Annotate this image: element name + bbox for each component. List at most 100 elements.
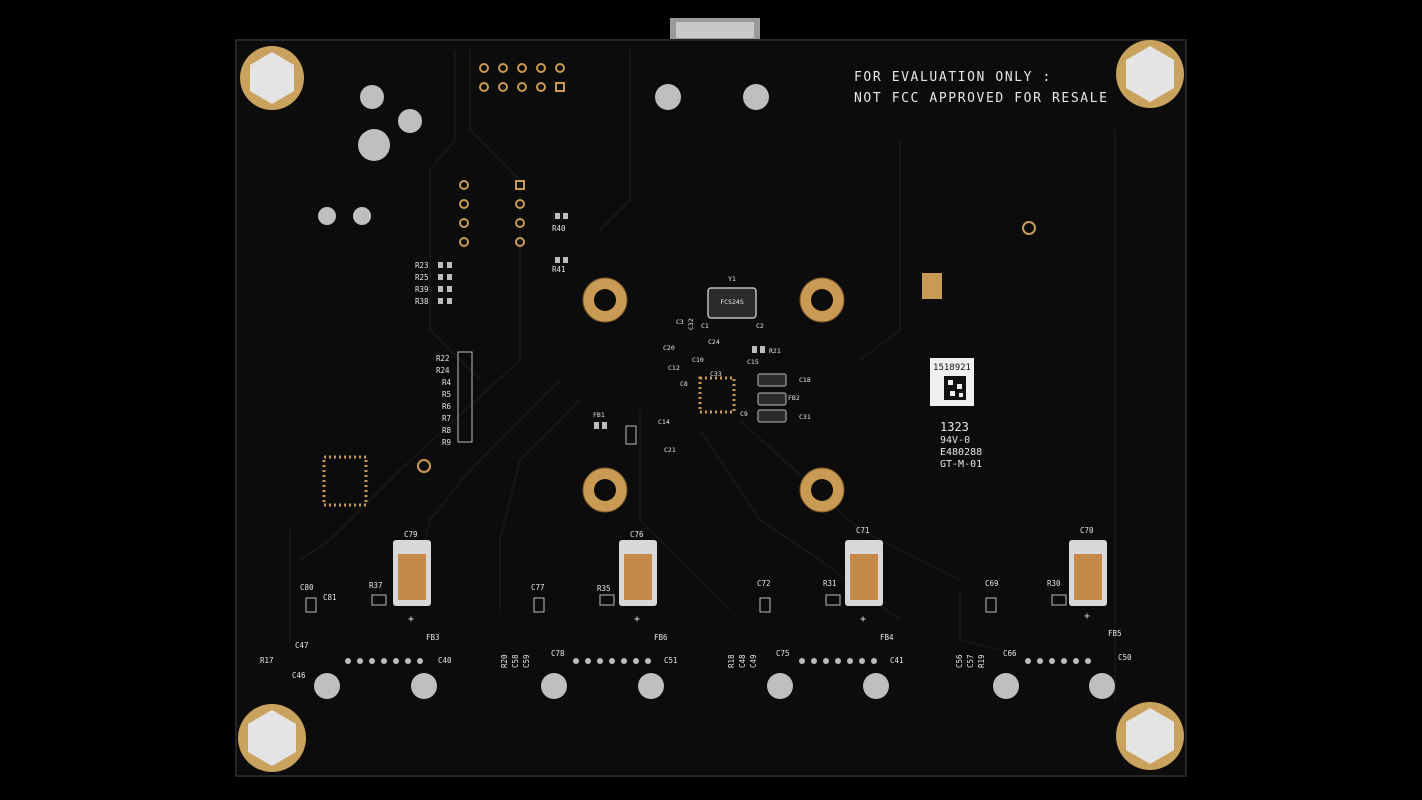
label-r21: R21 <box>769 347 781 355</box>
label-c46: C46 <box>292 671 306 680</box>
label-plus-c70: + <box>1084 611 1090 622</box>
label-r22: R22 <box>436 354 450 363</box>
label-c24: C24 <box>708 338 720 346</box>
label-c71: C71 <box>856 526 870 535</box>
label-c14: C14 <box>658 418 670 426</box>
label-c33: C33 <box>710 370 722 378</box>
standoff-top-left <box>240 46 304 110</box>
label-c18: C18 <box>799 376 811 384</box>
board-flame-rating: 94V-0 <box>940 435 970 446</box>
label-r39: R39 <box>415 285 429 294</box>
label-r23: R23 <box>415 261 429 270</box>
label-plus-c71: + <box>860 614 866 625</box>
silver-vias <box>314 84 1115 699</box>
label-r7: R7 <box>442 414 451 423</box>
label-c72: C72 <box>757 579 771 588</box>
label-fb3: FB3 <box>426 633 440 642</box>
label-c49: C49 <box>749 654 758 668</box>
label-r40: R40 <box>552 224 566 233</box>
board-date-code: 1323 <box>940 420 969 434</box>
label-r25: R25 <box>415 273 429 282</box>
label-fb4: FB4 <box>880 633 894 642</box>
bottom-pad-rows <box>345 658 1091 664</box>
label-r19: R19 <box>977 654 986 668</box>
label-c10: C10 <box>692 356 704 364</box>
label-c20: C20 <box>663 344 675 352</box>
label-r38: R38 <box>415 297 429 306</box>
board-ul-number: E480288 <box>940 447 982 458</box>
silkscreen-labels: R40 R41 R23 R25 R39 R38 R22 R24 R4 R5 R6… <box>260 224 1132 680</box>
label-plus-c76: + <box>634 614 640 625</box>
label-c58: C58 <box>511 654 520 668</box>
tantalum-cap-c71 <box>845 540 883 606</box>
tantalum-cap-c76 <box>619 540 657 606</box>
crystal-y1: Y1 FCS24S <box>707 275 757 319</box>
smd-pads <box>305 213 1067 613</box>
label-c69: C69 <box>985 579 999 588</box>
gold-pad <box>922 273 942 299</box>
tantalum-cap-c70 <box>1069 540 1107 606</box>
label-r9: R9 <box>442 438 451 447</box>
label-c78: C78 <box>551 649 565 658</box>
label-c12: C12 <box>668 364 680 372</box>
label-c77: C77 <box>531 583 545 592</box>
label-fb6: FB6 <box>654 633 668 642</box>
crystal-ref: Y1 <box>728 275 736 283</box>
label-fb5: FB5 <box>1108 629 1122 638</box>
qfn-footprint <box>322 455 368 507</box>
label-c79: C79 <box>404 530 418 539</box>
standoff-bottom-right <box>1116 702 1184 770</box>
label-c1: C1 <box>701 322 709 330</box>
standoff-top-right <box>1116 40 1184 108</box>
label-c51: C51 <box>664 656 678 665</box>
gold-mounting-holes <box>582 277 845 513</box>
label-c70: C70 <box>1080 526 1094 535</box>
label-c50: C50 <box>1118 653 1132 662</box>
label-c8: C8 <box>680 380 688 388</box>
label-c40: C40 <box>438 656 452 665</box>
label-c80: C80 <box>300 583 314 592</box>
label-c15: C15 <box>747 358 759 366</box>
label-c81: C81 <box>323 593 337 602</box>
pcb-board <box>235 39 1187 777</box>
pin-header <box>417 63 1036 473</box>
mcu-footprint <box>698 376 736 414</box>
label-r5: R5 <box>442 390 451 399</box>
label-r41: R41 <box>552 265 566 274</box>
label-c66: C66 <box>1003 649 1017 658</box>
label-r24: R24 <box>436 366 450 375</box>
label-r30: R30 <box>1047 579 1061 588</box>
label-r6: R6 <box>442 402 452 411</box>
label-c56: C56 <box>955 654 964 668</box>
label-c9: C9 <box>740 410 748 418</box>
label-c3: C3 <box>676 318 684 326</box>
label-r37: R37 <box>369 581 383 590</box>
label-r17: R17 <box>260 656 274 665</box>
label-c59: C59 <box>522 654 531 668</box>
tantalum-cap-c79 <box>393 540 431 606</box>
evaluation-notice-line1: FOR EVALUATION ONLY : <box>854 70 1052 85</box>
label-c31: C31 <box>799 413 811 421</box>
board-code: GT-M-01 <box>940 459 982 470</box>
label-c75: C75 <box>776 649 790 658</box>
label-c2: C2 <box>756 322 764 330</box>
evaluation-notice-line2: NOT FCC APPROVED FOR RESALE <box>854 91 1109 106</box>
label-r4: R4 <box>442 378 452 387</box>
product-sticker: 1518921 <box>930 358 974 406</box>
label-r35: R35 <box>597 584 611 593</box>
label-fb1: FB1 <box>593 411 605 419</box>
sticker-number: 1518921 <box>933 363 971 373</box>
label-c76: C76 <box>630 530 644 539</box>
label-r18: R18 <box>727 654 736 668</box>
label-r20: R20 <box>500 654 509 668</box>
label-c32: C32 <box>687 318 695 330</box>
label-plus-c79: + <box>408 614 414 625</box>
label-c47: C47 <box>295 641 309 650</box>
label-fb2: FB2 <box>788 394 800 402</box>
label-c48: C48 <box>738 654 747 668</box>
label-r8: R8 <box>442 426 452 435</box>
label-c21: C21 <box>664 446 676 454</box>
label-c57: C57 <box>966 654 975 668</box>
label-r31: R31 <box>823 579 837 588</box>
